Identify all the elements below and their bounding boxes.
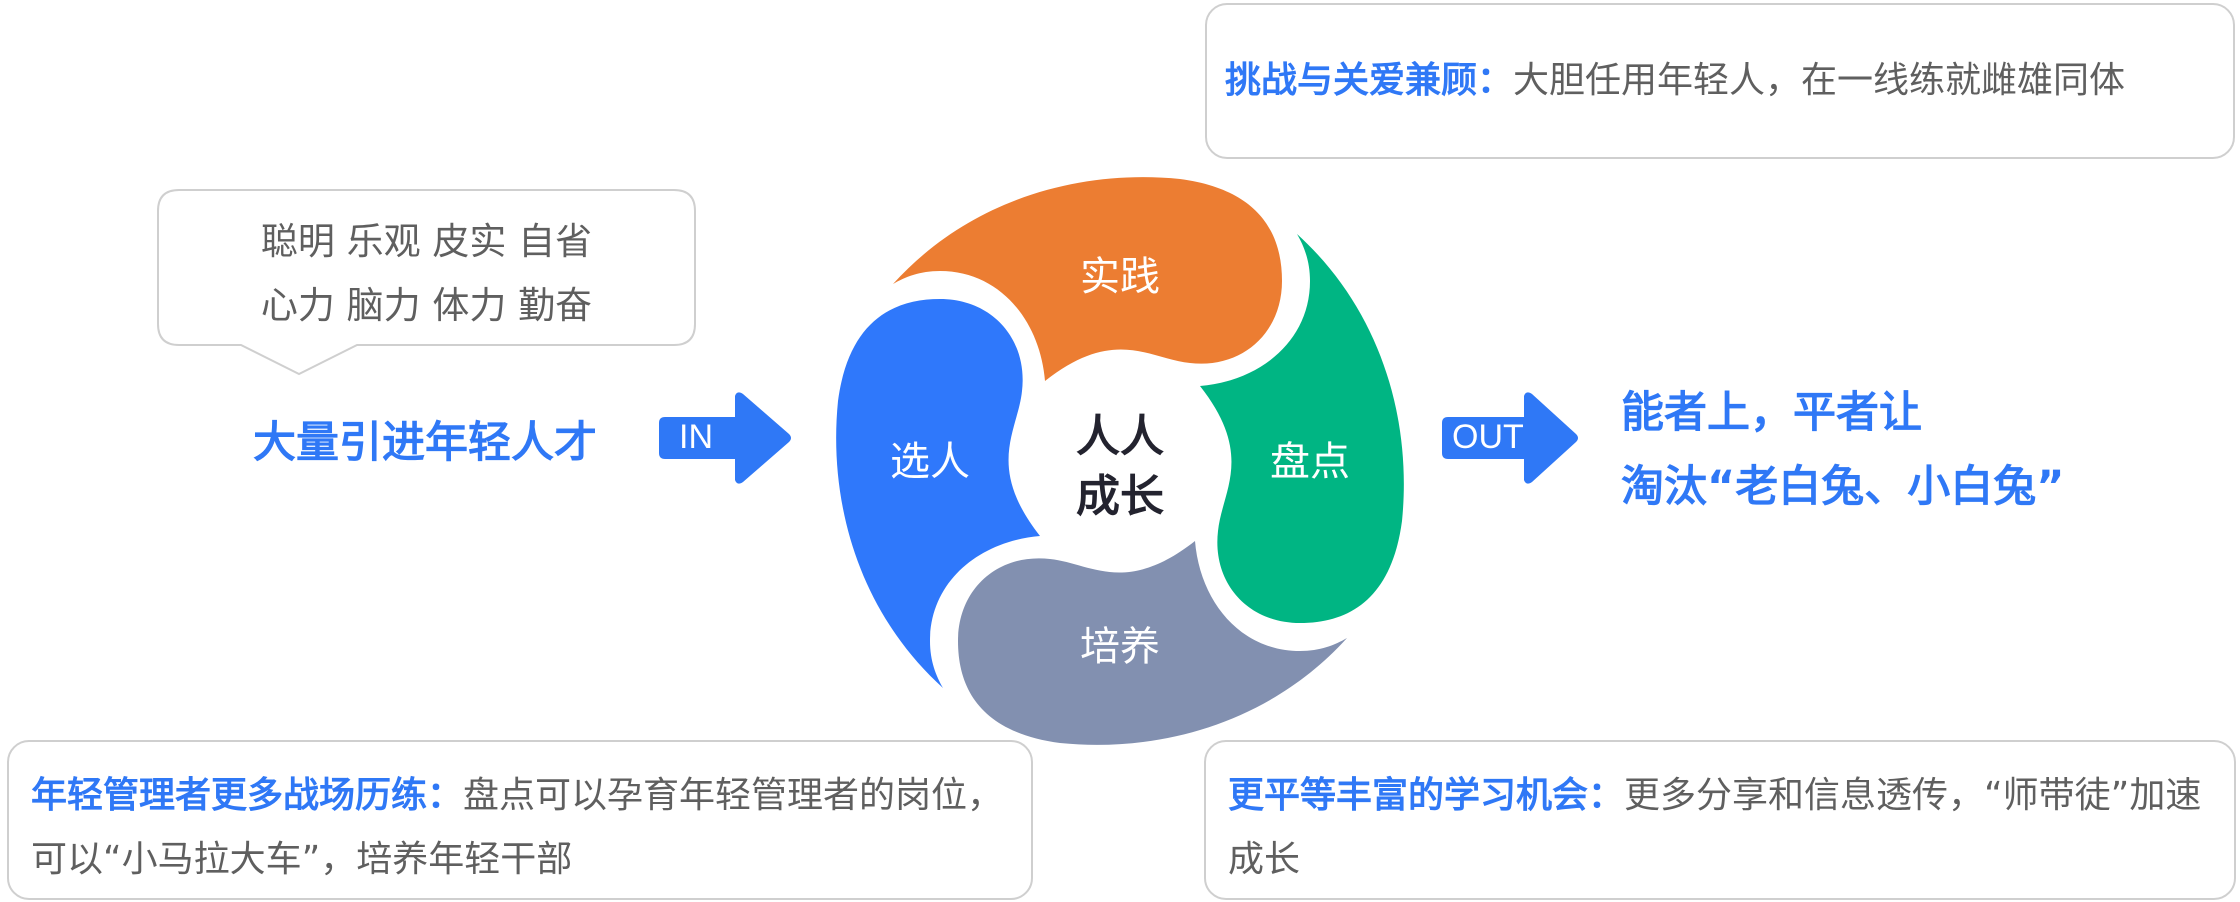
petal-0 xyxy=(893,177,1282,381)
output-line-1: 能者上，平者让 xyxy=(1621,388,1922,438)
petal-label-3: 选人 xyxy=(890,439,970,485)
bottom-right-callout-title: 更平等丰富的学习机会： xyxy=(1228,775,1625,816)
petal-1 xyxy=(1200,234,1404,623)
petal-label-2: 培养 xyxy=(1080,624,1160,670)
petal-label-0: 实践 xyxy=(1080,254,1160,300)
traits-line-1: 聪明 乐观 皮实 自省 xyxy=(260,220,593,263)
output-line-2: 淘汰“老白兔、小白兔” xyxy=(1621,462,2065,512)
bottom-left-callout-title: 年轻管理者更多战场历练： xyxy=(31,775,464,816)
input-label: 大量引进年轻人才 xyxy=(253,418,597,468)
out-arrow: OUT xyxy=(1440,390,1580,486)
bottom-right-callout-box: 更平等丰富的学习机会：更多分享和信息透传，“师带徒”加速成长 xyxy=(1204,740,2236,900)
petal-2 xyxy=(958,541,1347,745)
out-arrow-label: OUT xyxy=(1452,418,1524,456)
petal-3 xyxy=(836,299,1040,688)
petal-label-1: 盘点 xyxy=(1270,439,1350,485)
center-label-line-1: 人人 xyxy=(1076,411,1164,462)
top-callout-text: 大胆任用年轻人，在一线练就雌雄同体 xyxy=(1513,60,2126,101)
traits-line-2: 心力 脑力 体力 勤奋 xyxy=(260,284,593,327)
in-arrow-label: IN xyxy=(679,418,713,456)
arrow-right-icon xyxy=(1442,392,1578,484)
traits-speech-bubble: 聪明 乐观 皮实 自省 心力 脑力 体力 勤奋 xyxy=(157,189,696,376)
bottom-left-callout-text: 盘点可以孕育年轻管理者的岗位，可以“小马拉大车”，培养年轻干部 xyxy=(31,775,1004,880)
bottom-right-callout-text: 更多分享和信息透传，“师带徒”加速成长 xyxy=(1228,775,2202,880)
top-callout-title: 挑战与关爱兼顾： xyxy=(1225,60,1514,101)
speech-bubble-shape xyxy=(157,189,696,376)
arrow-right-icon xyxy=(659,392,791,484)
top-callout-box: 挑战与关爱兼顾：大胆任用年轻人，在一线练就雌雄同体 xyxy=(1205,3,2235,159)
in-arrow: IN xyxy=(657,390,797,486)
bottom-left-callout-box: 年轻管理者更多战场历练：盘点可以孕育年轻管理者的岗位，可以“小马拉大车”，培养年… xyxy=(7,740,1033,900)
center-label-line-2: 成长 xyxy=(1076,471,1164,522)
center-circle xyxy=(1012,353,1228,569)
